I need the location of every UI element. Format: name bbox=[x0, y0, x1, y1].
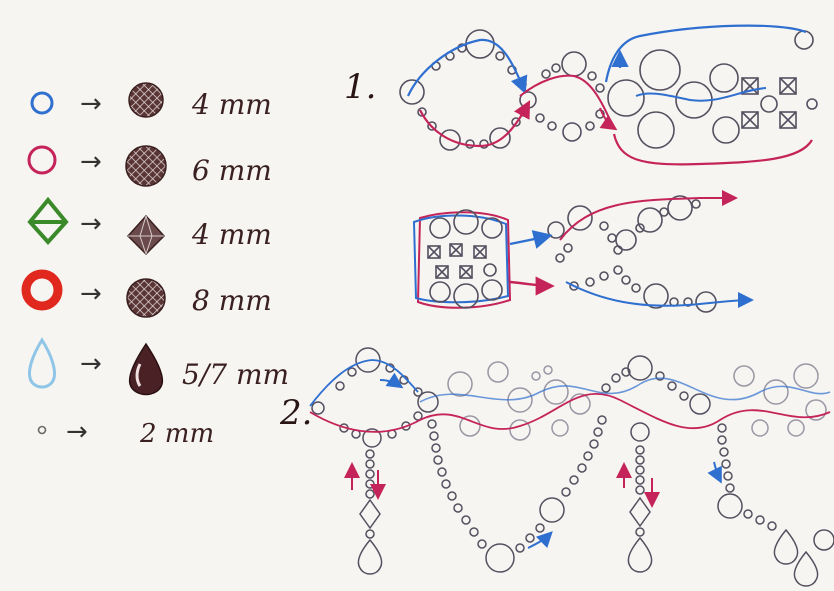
red-ring-icon bbox=[26, 274, 58, 306]
legend-row-1: → 4 mm bbox=[32, 83, 272, 121]
pink-circle-icon bbox=[29, 147, 55, 173]
arrow-icon: → bbox=[80, 279, 102, 309]
pink-thread bbox=[614, 134, 812, 164]
legend: → 4 mm → 6 mm → 4 mm → 8 mm → bbox=[26, 83, 289, 449]
legend-label: 2 mm bbox=[139, 419, 214, 449]
blue-thread bbox=[510, 236, 548, 244]
legend-row-2: → 6 mm bbox=[29, 146, 272, 187]
arrow-icon: → bbox=[80, 349, 102, 379]
step-1-bottom-diagram bbox=[414, 196, 716, 312]
blue-thread bbox=[606, 26, 806, 82]
legend-row-4: → 8 mm bbox=[26, 274, 272, 317]
legend-row-3: → 4 mm bbox=[30, 200, 272, 254]
step-2-label: 2. bbox=[279, 393, 312, 433]
blue-thread bbox=[566, 282, 750, 306]
legend-row-6: → 2 mm bbox=[39, 417, 215, 449]
arrow-icon: → bbox=[80, 209, 102, 239]
legend-row-5: → 5/7 mm bbox=[30, 340, 290, 395]
arrow-icon: → bbox=[80, 147, 102, 177]
step-2-diagram bbox=[312, 348, 834, 586]
legend-label: 8 mm bbox=[192, 284, 272, 317]
arrow-icon: → bbox=[66, 417, 88, 447]
arrow-icon: → bbox=[80, 89, 102, 119]
pink-thread bbox=[510, 282, 550, 286]
faceted-round-bead-icon bbox=[129, 83, 163, 117]
pink-thread bbox=[560, 198, 734, 240]
green-bicone-icon bbox=[30, 200, 66, 242]
faceted-round-bead-icon bbox=[127, 279, 165, 317]
step-1-label: 1. bbox=[344, 67, 376, 107]
bicone-bead-icon bbox=[128, 216, 164, 254]
blue-thread bbox=[380, 380, 400, 386]
teardrop-icon bbox=[30, 340, 55, 387]
blue-arrow bbox=[714, 462, 720, 480]
legend-label: 6 mm bbox=[192, 154, 272, 187]
teardrop-bead-icon bbox=[130, 344, 163, 395]
seed-bead-icon bbox=[39, 427, 46, 434]
legend-label: 4 mm bbox=[191, 218, 272, 251]
legend-label: 4 mm bbox=[191, 88, 272, 121]
legend-label: 5/7 mm bbox=[182, 358, 289, 391]
faceted-round-bead-icon bbox=[126, 146, 166, 186]
blue-circle-icon bbox=[32, 93, 52, 113]
